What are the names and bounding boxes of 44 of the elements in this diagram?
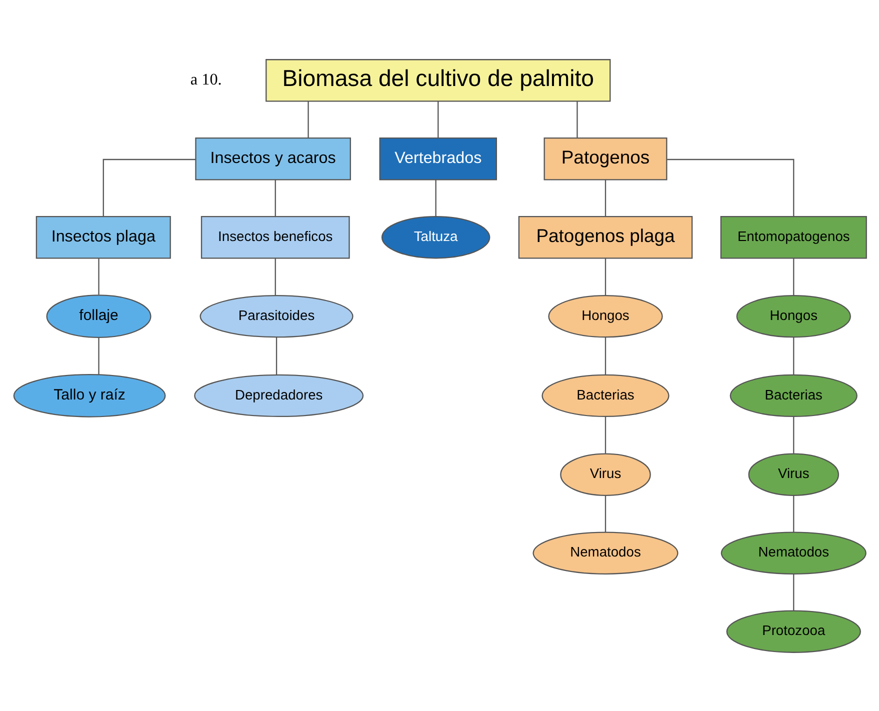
connector: [604, 416, 606, 453]
connector: [274, 258, 276, 295]
node-box: Insectos beneficos: [200, 216, 350, 258]
connector: [307, 100, 308, 138]
connector: [792, 495, 794, 532]
connector: [102, 158, 196, 216]
connector: [604, 258, 606, 295]
node-ellipse: follaje: [46, 294, 151, 338]
node-ellipse: Bacterias: [541, 374, 669, 417]
node-ellipse: Tallo y raíz: [12, 374, 166, 417]
connector: [434, 179, 436, 216]
node-ellipse: Taltuza: [380, 216, 490, 258]
connector: [604, 179, 606, 216]
label: a 10.: [190, 71, 222, 88]
connector: [604, 336, 606, 374]
connector: [98, 337, 99, 374]
connector: [666, 158, 794, 216]
connector: [792, 416, 794, 453]
node-ellipse: Virus: [560, 452, 650, 496]
node-ellipse: Hongos: [736, 294, 850, 338]
connector: [604, 495, 606, 532]
node-box: Biomasa del cultivo de palmito: [265, 58, 610, 102]
connector: [792, 574, 794, 610]
node-box: Insectos y acaros: [194, 137, 350, 180]
connector: [437, 100, 438, 138]
node-ellipse: Parasitoides: [199, 294, 353, 338]
node-ellipse: Depredadores: [194, 374, 364, 417]
node-box: Patogenos: [543, 137, 667, 180]
connector: [98, 258, 99, 294]
node-box: Entomopatogenos: [720, 216, 866, 258]
connector: [792, 336, 794, 374]
connector: [792, 258, 794, 295]
node-ellipse: Nematodos: [532, 531, 678, 574]
node-ellipse: Nematodos: [720, 531, 866, 574]
node-ellipse: Bacterias: [729, 374, 857, 417]
node-box: Vertebrados: [378, 137, 496, 180]
connector: [275, 336, 277, 374]
node-box: Patogenos plaga: [518, 216, 692, 258]
node-ellipse: Protozooa: [726, 610, 860, 652]
node-ellipse: Virus: [748, 452, 839, 496]
connector: [576, 100, 578, 138]
connector: [274, 179, 276, 216]
node-box: Insectos plaga: [35, 216, 170, 258]
node-ellipse: Hongos: [548, 294, 662, 338]
